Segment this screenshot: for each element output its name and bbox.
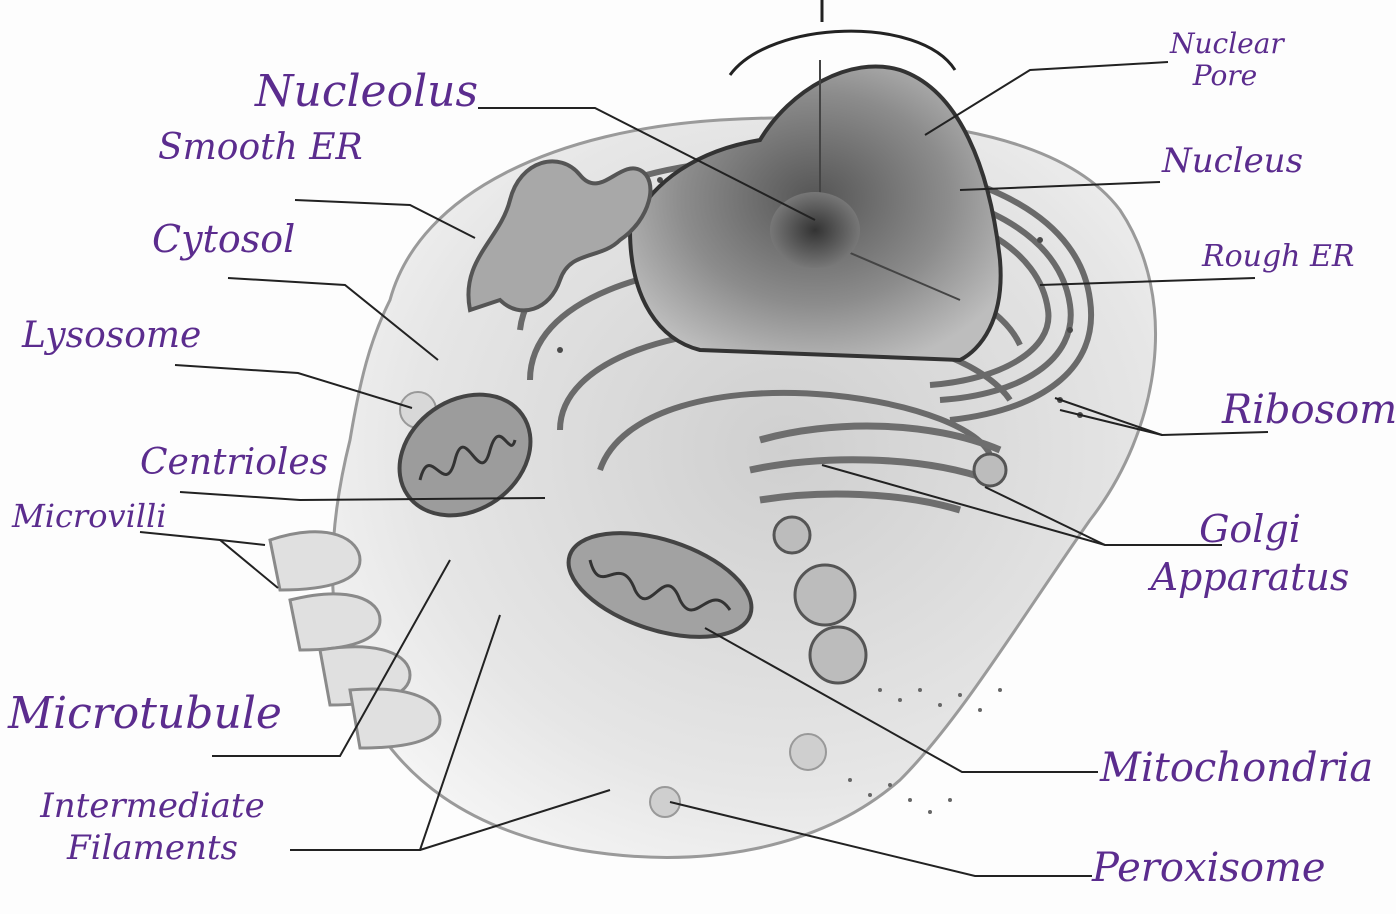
leader-microvilli bbox=[140, 532, 278, 588]
label-microvilli: Microvilli bbox=[12, 500, 167, 532]
label-nuclear-pore: Nuclear Pore bbox=[1170, 28, 1280, 92]
label-rough-er: Rough ER bbox=[1202, 242, 1355, 272]
leader-microvilli-2 bbox=[220, 540, 265, 545]
label-centrioles: Centrioles bbox=[140, 445, 328, 481]
label-golgi-apparatus: Golgi Apparatus bbox=[1150, 505, 1350, 601]
nuclear-bracket bbox=[730, 31, 955, 75]
label-smooth-er: Smooth ER bbox=[158, 130, 363, 166]
label-intermediate-filaments: Intermediate Filaments bbox=[10, 785, 295, 869]
label-mitochondria: Mitochondria bbox=[1100, 748, 1373, 788]
label-ribosomes: Ribosomes bbox=[1222, 390, 1396, 430]
label-nucleus: Nucleus bbox=[1162, 144, 1303, 178]
label-cytosol: Cytosol bbox=[152, 220, 295, 258]
label-peroxisome: Peroxisome bbox=[1092, 848, 1326, 888]
label-microtubule: Microtubule bbox=[8, 692, 282, 736]
peroxisome-shape-2 bbox=[790, 734, 826, 770]
peroxisome-shape bbox=[650, 787, 680, 817]
label-nucleolus: Nucleolus bbox=[255, 70, 478, 114]
label-lysosome: Lysosome bbox=[22, 318, 201, 354]
